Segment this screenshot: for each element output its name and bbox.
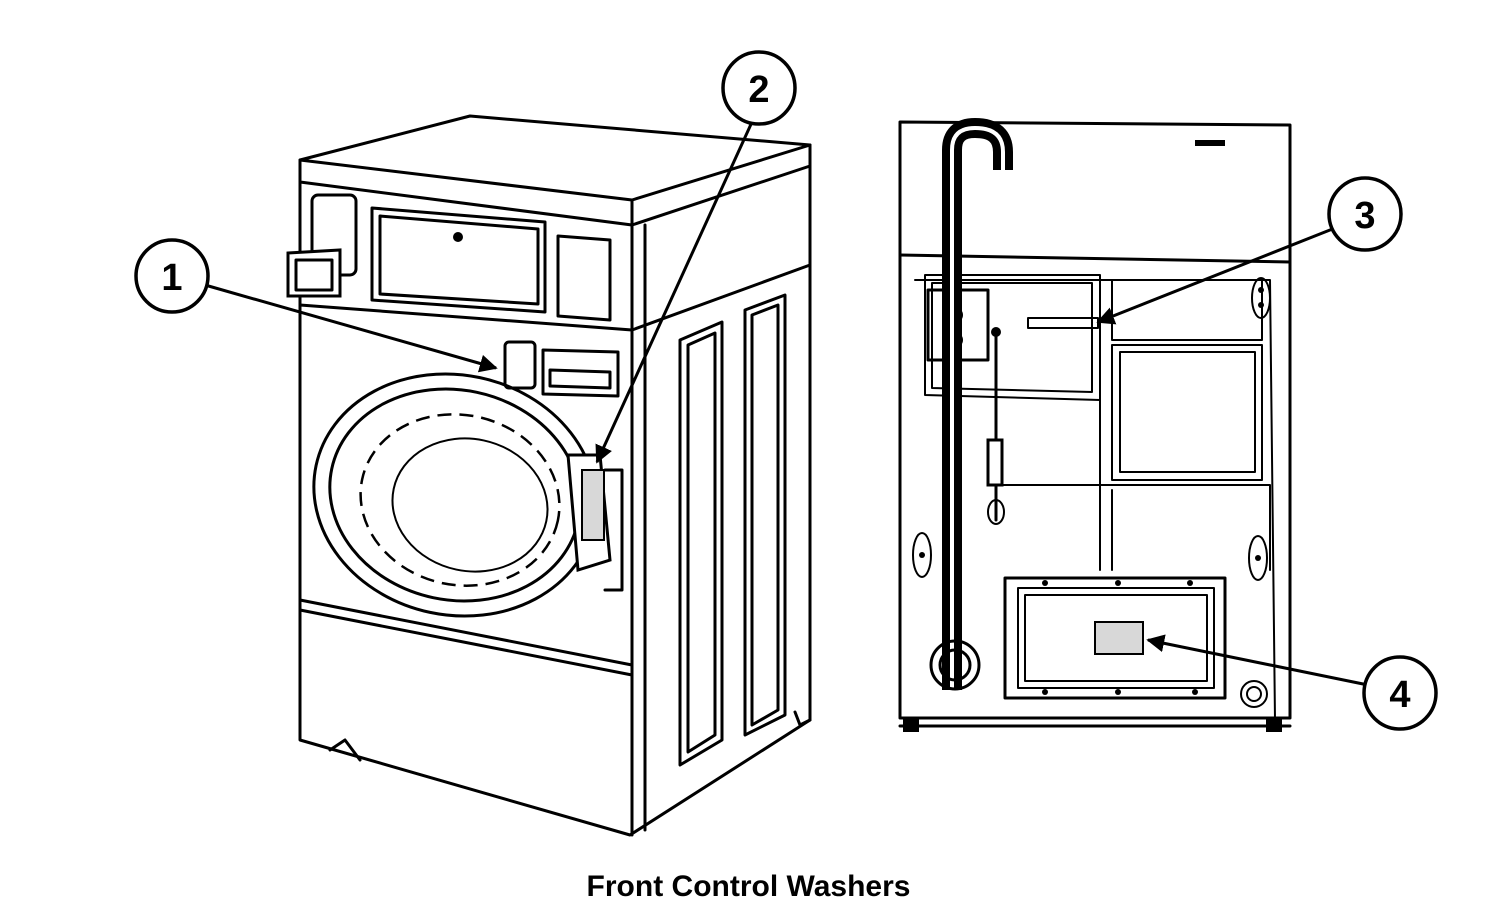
callout-3-label: 3 xyxy=(1354,195,1375,237)
rear-washer xyxy=(898,117,1292,732)
callout-4-label: 4 xyxy=(1389,674,1410,716)
callout-2: 2 xyxy=(595,50,797,464)
diagram-caption: Front Control Washers xyxy=(586,870,911,903)
callout-1: 1 xyxy=(134,238,498,373)
callout-3: 3 xyxy=(1096,176,1403,325)
callout-4: 4 xyxy=(1146,634,1438,731)
callout-2-label: 2 xyxy=(748,69,769,111)
front-washer xyxy=(286,114,812,837)
callout-1-label: 1 xyxy=(161,257,182,299)
